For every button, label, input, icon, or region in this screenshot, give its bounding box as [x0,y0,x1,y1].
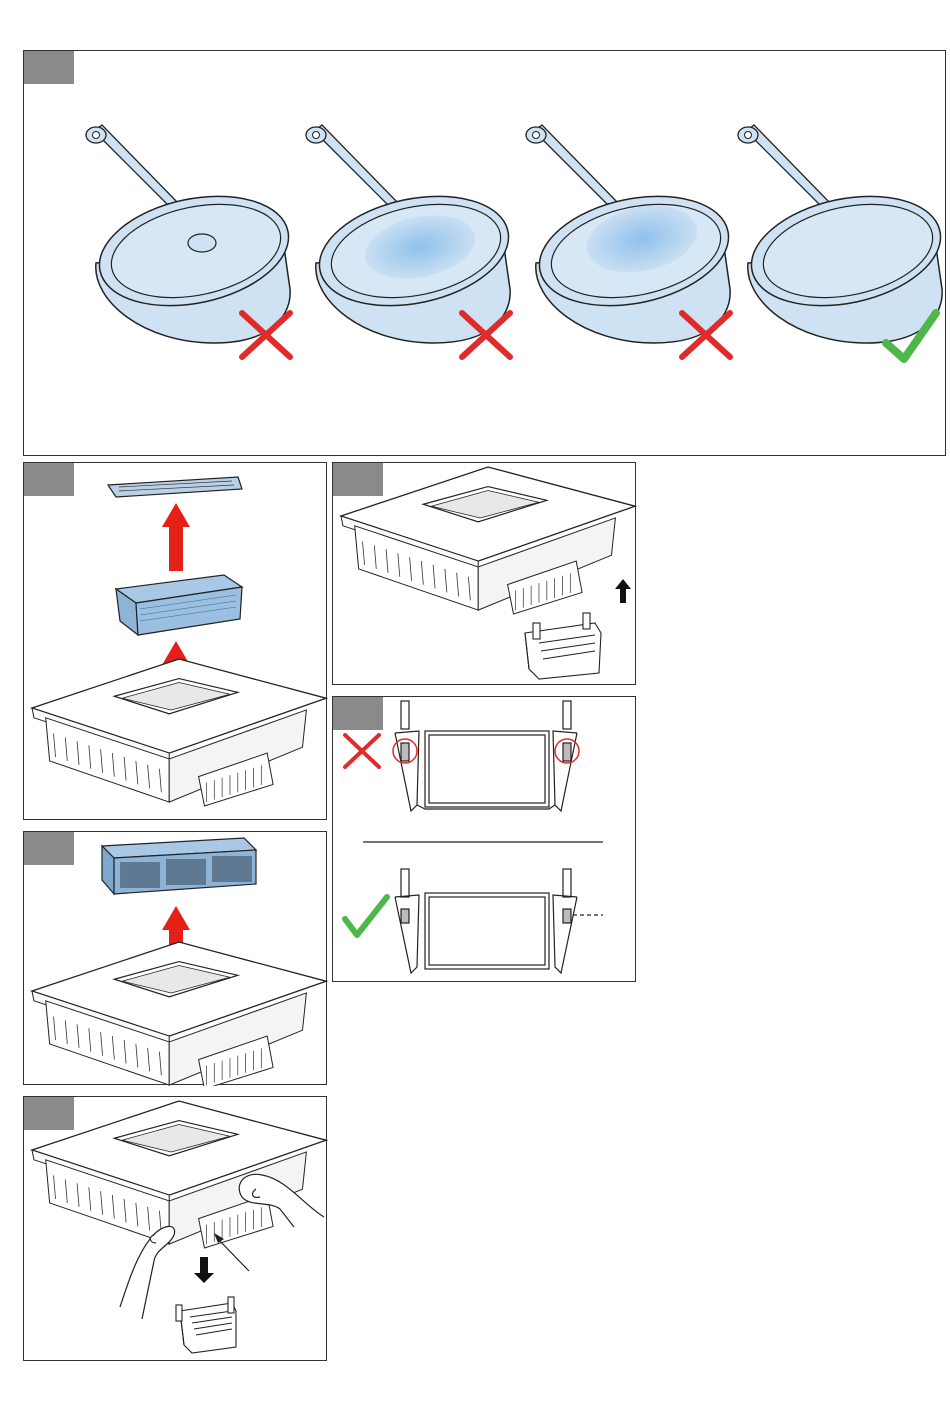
grille-cover [108,477,242,497]
cross-icon [345,735,379,767]
check-icon [345,897,387,935]
hob-unit [341,467,635,614]
panel-tray-hooks-alignment [332,696,636,982]
pans-illustration [24,51,947,457]
hand-left [120,1226,175,1319]
hob-unit [32,659,326,806]
tray-removal-illustration [24,1097,328,1362]
drip-tray [525,613,601,679]
arrow-up-icon [162,503,190,571]
pan-convex-bottom [86,125,299,357]
panel-tray-insertion [332,462,636,685]
leader-line [216,1237,249,1271]
grease-filter-illustration [24,463,328,821]
grease-filter [116,575,242,635]
arrow-down-icon [194,1257,214,1283]
panel-grease-filter-removal [23,462,327,820]
panel-pan-selection [23,50,946,456]
hob-unit [32,1101,326,1248]
tray-front-wrong [393,701,579,811]
panel-tray-removal [23,1096,327,1361]
pan-concave-bottom [306,125,519,357]
tray-insertion-illustration [333,463,637,686]
hob-unit [32,942,326,1086]
panel-odour-filter-removal [23,831,327,1085]
tray-front-right [395,869,603,973]
drip-tray [176,1297,236,1353]
arrow-up-icon [615,579,631,603]
pan-deep-concave-bottom [526,125,739,357]
odour-filter-illustration [24,832,328,1086]
pan-flat-bottom [738,125,947,359]
hooks-illustration [333,697,637,983]
odour-filter [102,838,256,894]
